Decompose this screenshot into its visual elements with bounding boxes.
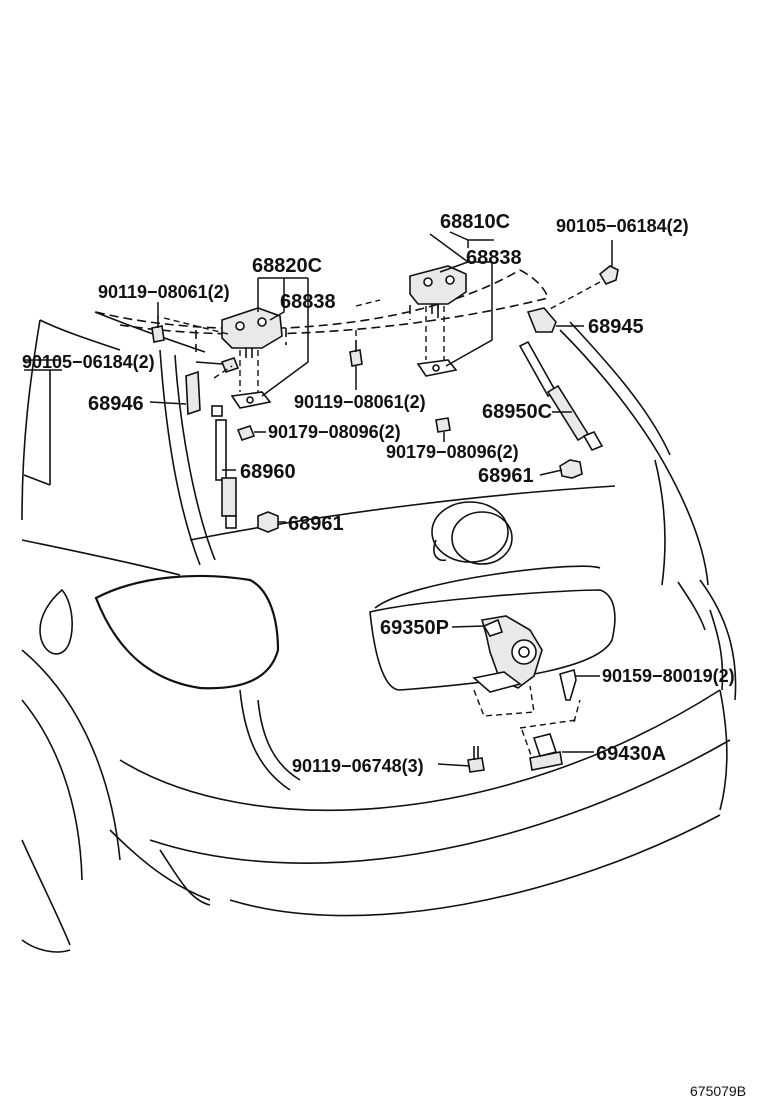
back-door-striker-part xyxy=(519,699,581,771)
figure-code: 675079B xyxy=(690,1083,746,1099)
label-90119-08061-center[interactable]: 90119−08061(2) xyxy=(294,392,426,412)
label-68946[interactable]: 68946 xyxy=(88,393,144,415)
hinge-left-part xyxy=(221,307,283,409)
damper-stay-right xyxy=(518,307,604,452)
label-90105-06184-top[interactable]: 90105−06184(2) xyxy=(556,216,689,236)
back-door-lock-part xyxy=(472,615,543,717)
label-90119-08061-left[interactable]: 90119−08061(2) xyxy=(98,282,230,302)
label-68838-right[interactable]: 68838 xyxy=(466,247,522,269)
label-90159-80019[interactable]: 90159−80019(2) xyxy=(602,666,735,686)
label-68960[interactable]: 68960 xyxy=(240,461,296,483)
label-90119-06748[interactable]: 90119−06748(3) xyxy=(292,756,424,776)
back-door-spoiler-outline xyxy=(95,269,549,352)
label-69430A[interactable]: 69430A xyxy=(596,743,666,765)
part-labels: 68810C 68838 68820C 68838 90105−06184(2)… xyxy=(22,211,746,1099)
vehicle-body-outline xyxy=(21,311,737,953)
label-68810C[interactable]: 68810C xyxy=(440,211,510,233)
label-68820C[interactable]: 68820C xyxy=(252,255,322,277)
label-68961-right[interactable]: 68961 xyxy=(478,465,534,487)
hinge-right-part xyxy=(409,265,467,377)
label-68950C[interactable]: 68950C xyxy=(482,401,552,423)
label-90179-08096-left[interactable]: 90179−08096(2) xyxy=(268,422,401,442)
label-68961-left[interactable]: 68961 xyxy=(288,513,344,535)
label-68838-left[interactable]: 68838 xyxy=(280,291,336,313)
label-68945[interactable]: 68945 xyxy=(588,316,644,338)
damper-stay-left xyxy=(185,370,237,529)
label-90179-08096-right[interactable]: 90179−08096(2) xyxy=(386,442,519,462)
leader-lines xyxy=(149,231,613,767)
label-90105-06184-left[interactable]: 90105−06184(2) xyxy=(22,352,155,372)
label-69350P[interactable]: 69350P xyxy=(380,617,449,639)
fasteners xyxy=(151,265,619,773)
